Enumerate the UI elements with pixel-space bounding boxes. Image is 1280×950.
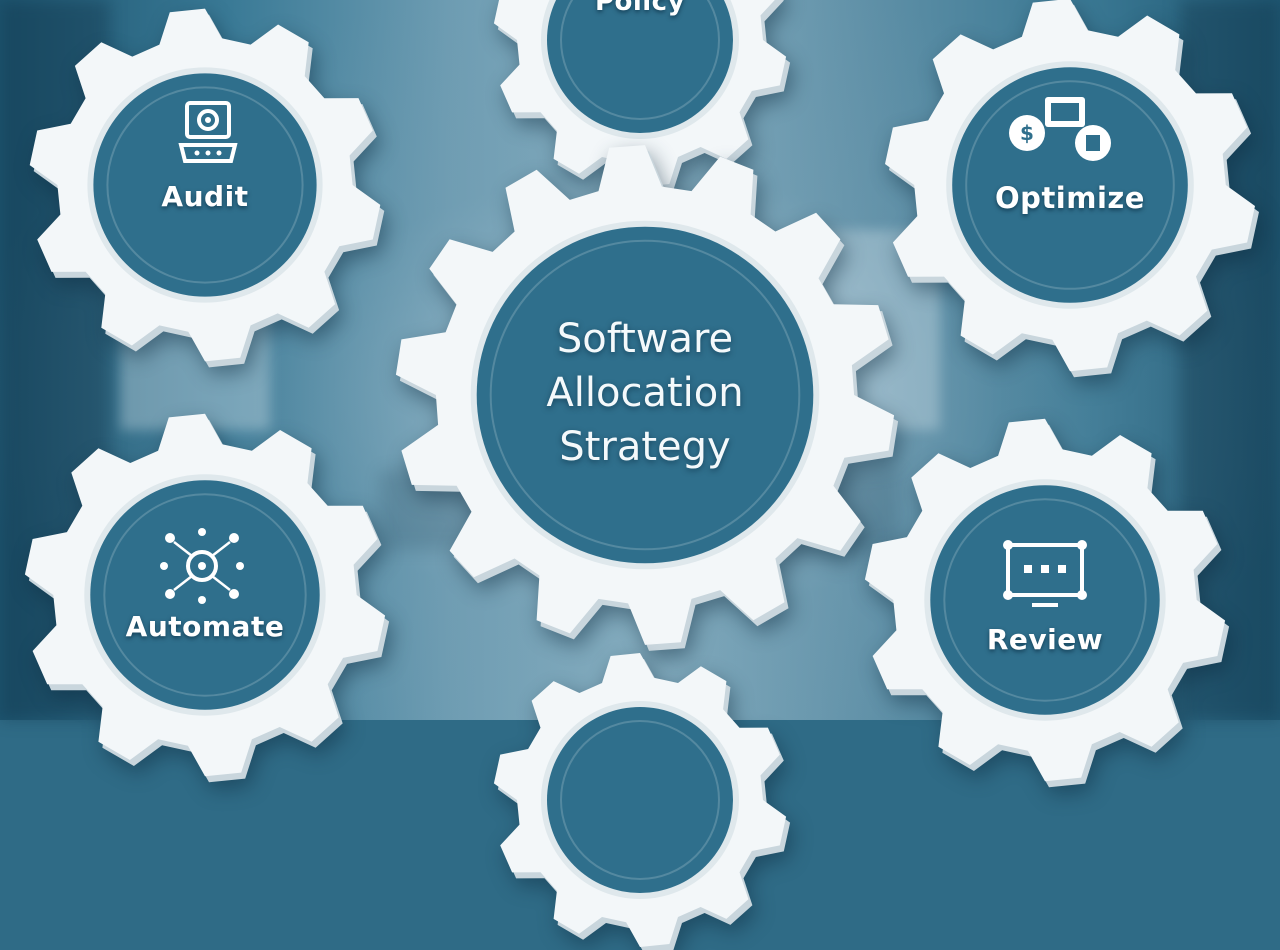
- gear-label-policy: Policy: [594, 0, 686, 17]
- gear-hub-highlight: [489, 239, 801, 551]
- gear-hub: [930, 485, 1160, 715]
- gear-review: Review: [860, 415, 1230, 788]
- gear-shape: [885, 0, 1259, 378]
- gear-shape: [29, 8, 385, 368]
- laptop-gear-icon: [178, 101, 238, 163]
- gear-hub: [547, 707, 733, 893]
- gear-hub: [90, 480, 320, 710]
- gear-hub: [93, 73, 317, 297]
- svg-text:$: $: [1020, 121, 1034, 145]
- gear-shape: [493, 653, 791, 950]
- gear-shape: [864, 418, 1230, 788]
- gear-hub-highlight: [103, 493, 307, 697]
- center-title-line-2: Allocation: [546, 370, 744, 416]
- gear-label-audit: Audit: [161, 180, 249, 213]
- gear-hub-highlight: [965, 80, 1175, 290]
- gear-label-automate: Automate: [125, 610, 285, 643]
- gear-hub-highlight: [106, 86, 304, 284]
- gear-audit: Audit: [25, 5, 385, 368]
- center-title-line-3: Strategy: [559, 424, 731, 470]
- gear-hub-highlight: [943, 498, 1147, 702]
- gear-optimize: $ Optimize: [880, 0, 1260, 378]
- gear-hub: [476, 226, 814, 564]
- monitor-review-icon: [1003, 540, 1087, 607]
- gear-shape: [493, 0, 791, 193]
- center-title: Software Allocation Strategy: [390, 312, 900, 474]
- gear-shape: [395, 145, 899, 651]
- gear-automate: Automate: [20, 410, 390, 783]
- gear-software-allocation-strategy: Software Allocation Strategy: [390, 140, 900, 651]
- devices-icon: $: [1009, 97, 1111, 161]
- gear-hub-highlight: [560, 0, 720, 120]
- gear-label-review: Review: [986, 623, 1104, 656]
- gear-label-optimize: Optimize: [995, 181, 1145, 215]
- network-gear-icon: [160, 528, 244, 604]
- center-title-line-1: Software: [556, 316, 734, 362]
- gear-shape: [24, 413, 390, 783]
- gear-policy: Policy: [490, 0, 791, 193]
- gear-hub: [547, 0, 733, 133]
- gear-bottom: [490, 650, 791, 950]
